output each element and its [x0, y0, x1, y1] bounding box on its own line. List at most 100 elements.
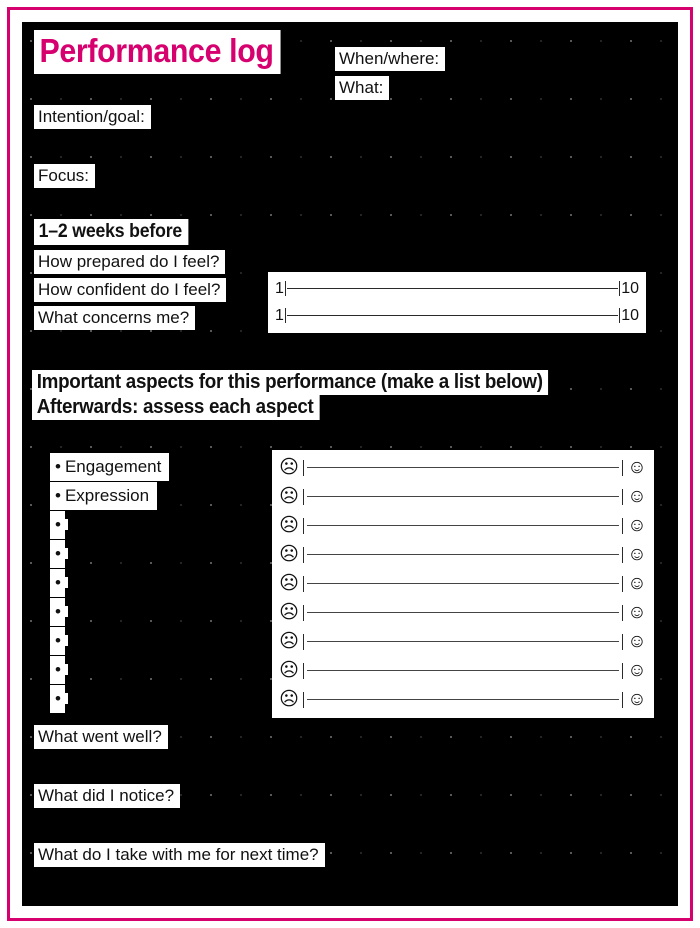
- happy-face-icon: ☺: [627, 486, 647, 507]
- happy-face-icon: ☺: [627, 631, 647, 652]
- happy-face-icon: ☺: [627, 457, 647, 478]
- bullet-icon: •: [50, 481, 65, 510]
- list-item[interactable]: •: [50, 597, 264, 626]
- scale-right-tick-icon: [619, 308, 621, 323]
- scale-line[interactable]: [307, 670, 619, 671]
- aspect-label[interactable]: [64, 693, 68, 704]
- scale-line[interactable]: [286, 315, 619, 316]
- list-item[interactable]: •: [50, 510, 264, 539]
- scale-right-tick-icon: [622, 488, 623, 505]
- smiley-scale-row[interactable]: ☹ ☺: [272, 511, 654, 540]
- bullet-icon: •: [50, 626, 65, 655]
- smiley-scale-row[interactable]: ☹ ☺: [272, 685, 654, 714]
- aspect-label[interactable]: [64, 519, 68, 530]
- worksheet-sheet: Performance log When/where: What: Intent…: [22, 22, 678, 906]
- happy-face-icon: ☺: [627, 515, 647, 536]
- scale-right-tick-icon: [622, 604, 623, 621]
- happy-face-icon: ☺: [627, 544, 647, 565]
- scale-line[interactable]: [307, 612, 619, 613]
- scale-right-tick-icon: [619, 281, 621, 296]
- smiley-scale-row[interactable]: ☹ ☺: [272, 540, 654, 569]
- smiley-scale-row[interactable]: ☹ ☺: [272, 482, 654, 511]
- section-heading-before: 1–2 weeks before: [34, 219, 189, 245]
- happy-face-icon: ☺: [627, 602, 647, 623]
- numeric-scale-block: 1 10 1 10: [268, 272, 646, 333]
- numeric-scale-row[interactable]: 1 10: [268, 275, 646, 302]
- aspect-list: • Engagement • Expression • • • •: [50, 452, 264, 713]
- sad-face-icon: ☹: [279, 457, 299, 478]
- aspect-label[interactable]: Expression: [64, 481, 158, 510]
- list-item[interactable]: • Expression: [50, 481, 264, 510]
- aspect-label[interactable]: Engagement: [64, 452, 170, 481]
- aspect-label[interactable]: [64, 606, 68, 617]
- scale-left-tick-icon: [303, 604, 304, 621]
- aspect-label[interactable]: [64, 664, 68, 675]
- happy-face-icon: ☺: [627, 660, 647, 681]
- happy-face-icon: ☺: [627, 689, 647, 710]
- sad-face-icon: ☹: [279, 689, 299, 710]
- scale-left-tick-icon: [284, 308, 286, 323]
- smiley-scale-row[interactable]: ☹ ☺: [272, 453, 654, 482]
- scale-left-tick-icon: [303, 546, 304, 563]
- smiley-scale-row[interactable]: ☹ ☺: [272, 627, 654, 656]
- smiley-scale-row[interactable]: ☹ ☺: [272, 598, 654, 627]
- aspect-label[interactable]: [64, 577, 68, 588]
- section-heading-aspects: Important aspects for this performance (…: [32, 370, 549, 395]
- scale-right-tick-icon: [622, 546, 623, 563]
- aspect-label[interactable]: [64, 635, 68, 646]
- scale-line[interactable]: [307, 699, 619, 700]
- scale-left-tick-icon: [303, 662, 304, 679]
- bullet-icon: •: [50, 452, 65, 481]
- bullet-icon: •: [50, 510, 65, 539]
- scale-left-tick-icon: [303, 459, 304, 476]
- scale-line[interactable]: [307, 583, 619, 584]
- scale-line[interactable]: [307, 467, 619, 468]
- scale-line[interactable]: [307, 525, 619, 526]
- scale-line[interactable]: [286, 288, 619, 289]
- scale-line[interactable]: [307, 496, 619, 497]
- scale-right-tick-icon: [622, 517, 623, 534]
- sad-face-icon: ☹: [279, 660, 299, 681]
- question-what-did-i-notice: What did I notice?: [34, 784, 181, 808]
- question-what-went-well: What went well?: [34, 725, 168, 749]
- aspect-label[interactable]: [64, 548, 68, 559]
- list-item[interactable]: •: [50, 539, 264, 568]
- scale-left-tick-icon: [284, 281, 286, 296]
- scale-right-tick-icon: [622, 575, 623, 592]
- bullet-icon: •: [50, 568, 65, 597]
- bullet-icon: •: [50, 539, 65, 568]
- scale-line[interactable]: [307, 554, 619, 555]
- what-label: What:: [335, 76, 390, 100]
- bullet-icon: •: [50, 655, 65, 684]
- list-item[interactable]: •: [50, 626, 264, 655]
- when-where-label: When/where:: [335, 47, 446, 71]
- bullet-icon: •: [50, 684, 65, 713]
- scale-line[interactable]: [307, 641, 619, 642]
- scale-min-label: 1: [275, 279, 284, 297]
- scale-right-tick-icon: [622, 633, 623, 650]
- smiley-scale-row[interactable]: ☹ ☺: [272, 656, 654, 685]
- list-item[interactable]: •: [50, 568, 264, 597]
- scale-left-tick-icon: [303, 691, 304, 708]
- scale-left-tick-icon: [303, 575, 304, 592]
- scale-left-tick-icon: [303, 633, 304, 650]
- numeric-scale-row[interactable]: 1 10: [268, 302, 646, 329]
- scale-left-tick-icon: [303, 488, 304, 505]
- scale-right-tick-icon: [622, 662, 623, 679]
- sad-face-icon: ☹: [279, 631, 299, 652]
- list-item[interactable]: •: [50, 684, 264, 713]
- scale-max-label: 10: [621, 306, 639, 324]
- scale-min-label: 1: [275, 306, 284, 324]
- scale-right-tick-icon: [622, 691, 623, 708]
- sad-face-icon: ☹: [279, 486, 299, 507]
- list-item[interactable]: •: [50, 655, 264, 684]
- smiley-scale-block: ☹ ☺ ☹ ☺ ☹ ☺ ☹: [272, 450, 654, 718]
- question-how-confident: How confident do I feel?: [34, 278, 227, 302]
- scale-max-label: 10: [621, 279, 639, 297]
- sad-face-icon: ☹: [279, 515, 299, 536]
- sad-face-icon: ☹: [279, 544, 299, 565]
- sad-face-icon: ☹: [279, 573, 299, 594]
- smiley-scale-row[interactable]: ☹ ☺: [272, 569, 654, 598]
- list-item[interactable]: • Engagement: [50, 452, 264, 481]
